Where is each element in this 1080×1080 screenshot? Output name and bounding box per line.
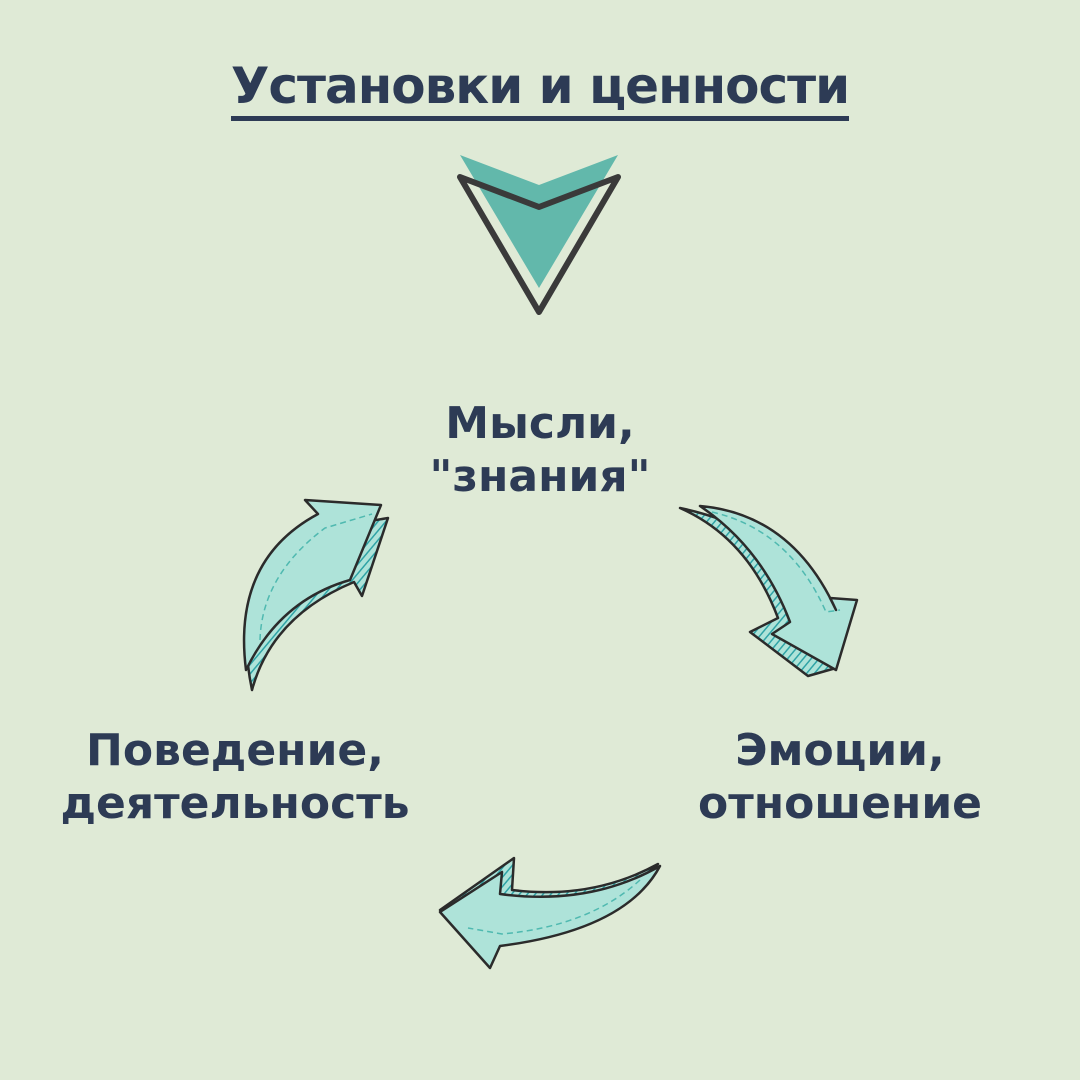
diagram-title-text: Установки и ценности	[230, 58, 850, 121]
node-thoughts-line1: Мысли,	[445, 398, 635, 449]
diagram-title: Установки и ценности	[0, 58, 1080, 121]
node-behavior: Поведение, деятельность	[25, 724, 445, 830]
node-behavior-line2: деятельность	[60, 778, 410, 829]
node-emotions: Эмоции, отношение	[640, 724, 1040, 830]
curved-arrow-icon	[678, 504, 859, 678]
chevron-down-triangle-icon	[457, 155, 621, 315]
node-emotions-line1: Эмоции,	[735, 725, 945, 776]
node-behavior-line1: Поведение,	[86, 725, 384, 776]
curved-arrow-icon	[438, 856, 662, 970]
node-thoughts: Мысли, "знания"	[390, 397, 690, 503]
curved-arrow-icon	[242, 498, 390, 692]
node-emotions-line2: отношение	[697, 778, 982, 829]
node-thoughts-line2: "знания"	[429, 451, 651, 502]
